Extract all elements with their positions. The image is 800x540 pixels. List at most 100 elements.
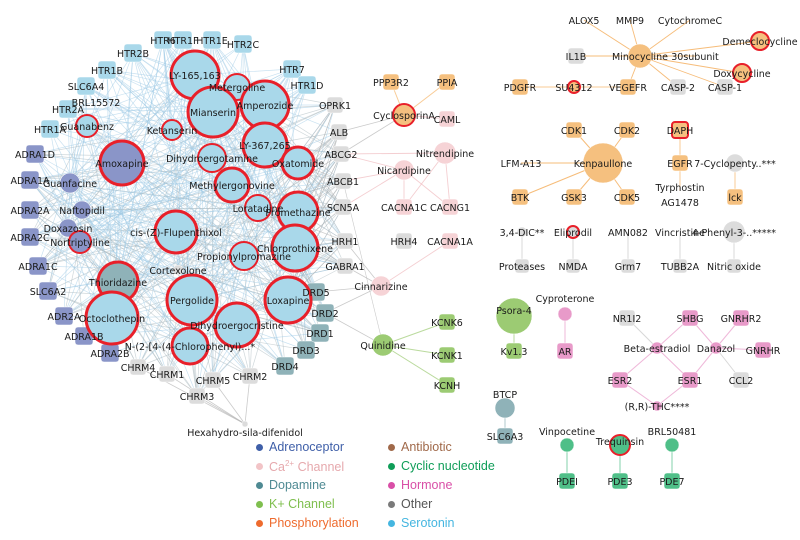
node-pdgfr bbox=[511, 78, 529, 96]
node-adra1c bbox=[28, 256, 48, 276]
label-kenpaullone: Kenpaullone bbox=[574, 159, 633, 170]
label-pergolide: Pergolide bbox=[170, 296, 214, 307]
label-thc: (R,R)-THC**** bbox=[625, 402, 690, 413]
node-cdk1 bbox=[565, 121, 583, 139]
node-nitrendipine bbox=[433, 141, 457, 165]
label-betaestradiol: Beta-estradiol bbox=[624, 344, 691, 355]
edge-loratadine-adra2a bbox=[29, 207, 259, 211]
label-casp2: CASP-2 bbox=[661, 83, 695, 94]
node-htr1f bbox=[173, 30, 193, 50]
node-kcnk1 bbox=[438, 346, 456, 364]
label-demeclocycline: Demeclocycline bbox=[722, 37, 797, 48]
label-ccl2: CCL2 bbox=[729, 376, 754, 387]
label-hrh1: HRH1 bbox=[332, 237, 359, 248]
label-htr6: HTR6 bbox=[150, 36, 176, 47]
node-doxycycline bbox=[732, 63, 752, 83]
label-cyclopenty: 7-Cyclopenty..*** bbox=[694, 159, 776, 170]
legend-label: Hormone bbox=[401, 478, 453, 492]
node-nicardipine bbox=[393, 159, 415, 181]
node-kcnk6 bbox=[438, 313, 456, 331]
node-chlorprothixene bbox=[270, 223, 320, 273]
label-drd3: DRD3 bbox=[292, 346, 319, 357]
label-htr1d: HTR1D bbox=[291, 81, 324, 92]
edge-chlorprothixene-htr2a bbox=[67, 108, 296, 249]
label-danazol: Danazol bbox=[697, 344, 735, 355]
label-ar: AR bbox=[558, 347, 571, 358]
node-slc6a3 bbox=[496, 427, 514, 445]
label-htr2a: HTR2A bbox=[52, 105, 85, 116]
node-il1b bbox=[567, 47, 585, 65]
edge-flupenthixol-adra1d bbox=[34, 153, 177, 233]
legend-label: Ca2+ Channel bbox=[269, 459, 345, 475]
edge-guanfacine-chrm2 bbox=[69, 182, 251, 377]
edge-mianserin-thioridazine bbox=[117, 111, 214, 283]
edge-n2-abcg2 bbox=[189, 153, 342, 347]
label-cyclosporina: CyclosporinA bbox=[373, 111, 435, 122]
node-ccl2 bbox=[732, 371, 750, 389]
label-drd5: DRD5 bbox=[302, 288, 329, 299]
label-cdk5: CDK5 bbox=[614, 193, 640, 204]
label-kcnk6: KCNK6 bbox=[431, 318, 463, 329]
node-vinpocetine bbox=[559, 437, 575, 453]
label-dihydroergocristine: Dihydroergocristine bbox=[190, 321, 284, 332]
node-chrm4 bbox=[129, 358, 147, 376]
edge-nortriptyline-adr2a bbox=[63, 241, 81, 317]
edge-nitrendipine-cacna1c bbox=[403, 152, 446, 208]
edge-guanfacine-slc6a4 bbox=[69, 85, 87, 184]
node-abcg2 bbox=[332, 145, 350, 163]
label-ly165163: LY-165,163 bbox=[169, 71, 220, 82]
label-nicardipine: Nicardipine bbox=[377, 166, 431, 177]
node-caml bbox=[438, 110, 456, 128]
node-adra2c bbox=[20, 227, 40, 247]
label-htr1f: HTR1F bbox=[167, 36, 198, 47]
node-daph bbox=[671, 121, 689, 139]
node-oxatomide bbox=[280, 145, 316, 181]
node-htr7 bbox=[282, 59, 302, 79]
label-grm7: Grm7 bbox=[615, 262, 641, 273]
node-alb bbox=[330, 123, 348, 141]
node-n2 bbox=[170, 326, 210, 366]
legend-item-other: Other bbox=[388, 497, 432, 511]
node-ketanserin bbox=[161, 119, 183, 141]
node-cacna1c bbox=[395, 198, 413, 216]
label-promethazine: Promethazine bbox=[265, 208, 330, 219]
node-htr1d bbox=[297, 75, 317, 95]
legend-item-cyclic-nucleotide: Cyclic nucleotide bbox=[388, 459, 495, 473]
label-drd1: DRD1 bbox=[306, 329, 333, 340]
node-dihydroergocristine bbox=[213, 301, 261, 349]
legend-label: Other bbox=[401, 497, 433, 511]
label-quinidine: Quinidine bbox=[360, 341, 405, 352]
node-betaestradiol bbox=[650, 341, 664, 355]
label-pdei: PDEI bbox=[556, 477, 578, 488]
edge-quinidine-kcnk6 bbox=[382, 321, 448, 346]
node-kenpaullone bbox=[582, 142, 624, 184]
label-adra2c: ADRA2C bbox=[10, 233, 50, 244]
node-pde7 bbox=[663, 472, 681, 490]
edge-cinnarizine-drd2 bbox=[324, 285, 382, 314]
node-guanabenz bbox=[75, 114, 99, 138]
legend-swatch bbox=[256, 519, 263, 527]
node-cdk5 bbox=[618, 188, 636, 206]
node-demeclocycline bbox=[750, 31, 770, 51]
node-kcnh bbox=[438, 376, 456, 394]
edge-hexahydro-chrm1 bbox=[166, 373, 246, 425]
legend-label: K+ Channel bbox=[269, 497, 335, 511]
label-vinpocetine: Vinpocetine bbox=[539, 427, 595, 438]
label-slc6a3: SLC6A3 bbox=[487, 432, 524, 443]
node-slc6a2 bbox=[38, 281, 58, 301]
node-nortriptyline bbox=[68, 230, 92, 254]
label-nitrendipine: Nitrendipine bbox=[416, 149, 474, 160]
label-amn082: AMN082 bbox=[608, 228, 648, 239]
node-hexahydro bbox=[241, 420, 249, 428]
node-danazol bbox=[709, 341, 723, 355]
node-cortexolone bbox=[172, 264, 184, 276]
label-adra1b: ADRA1B bbox=[64, 332, 103, 343]
node-cacng1 bbox=[441, 198, 459, 216]
node-eliprodil bbox=[566, 225, 580, 239]
node-su4312 bbox=[567, 80, 581, 94]
edge-ly367265-guanfacine bbox=[69, 144, 266, 184]
edge-methylergonovine-nortriptyline bbox=[79, 184, 233, 243]
legend-swatch bbox=[388, 500, 395, 508]
node-naftopidil bbox=[72, 200, 92, 220]
label-cacng1: CACNG1 bbox=[430, 203, 470, 214]
